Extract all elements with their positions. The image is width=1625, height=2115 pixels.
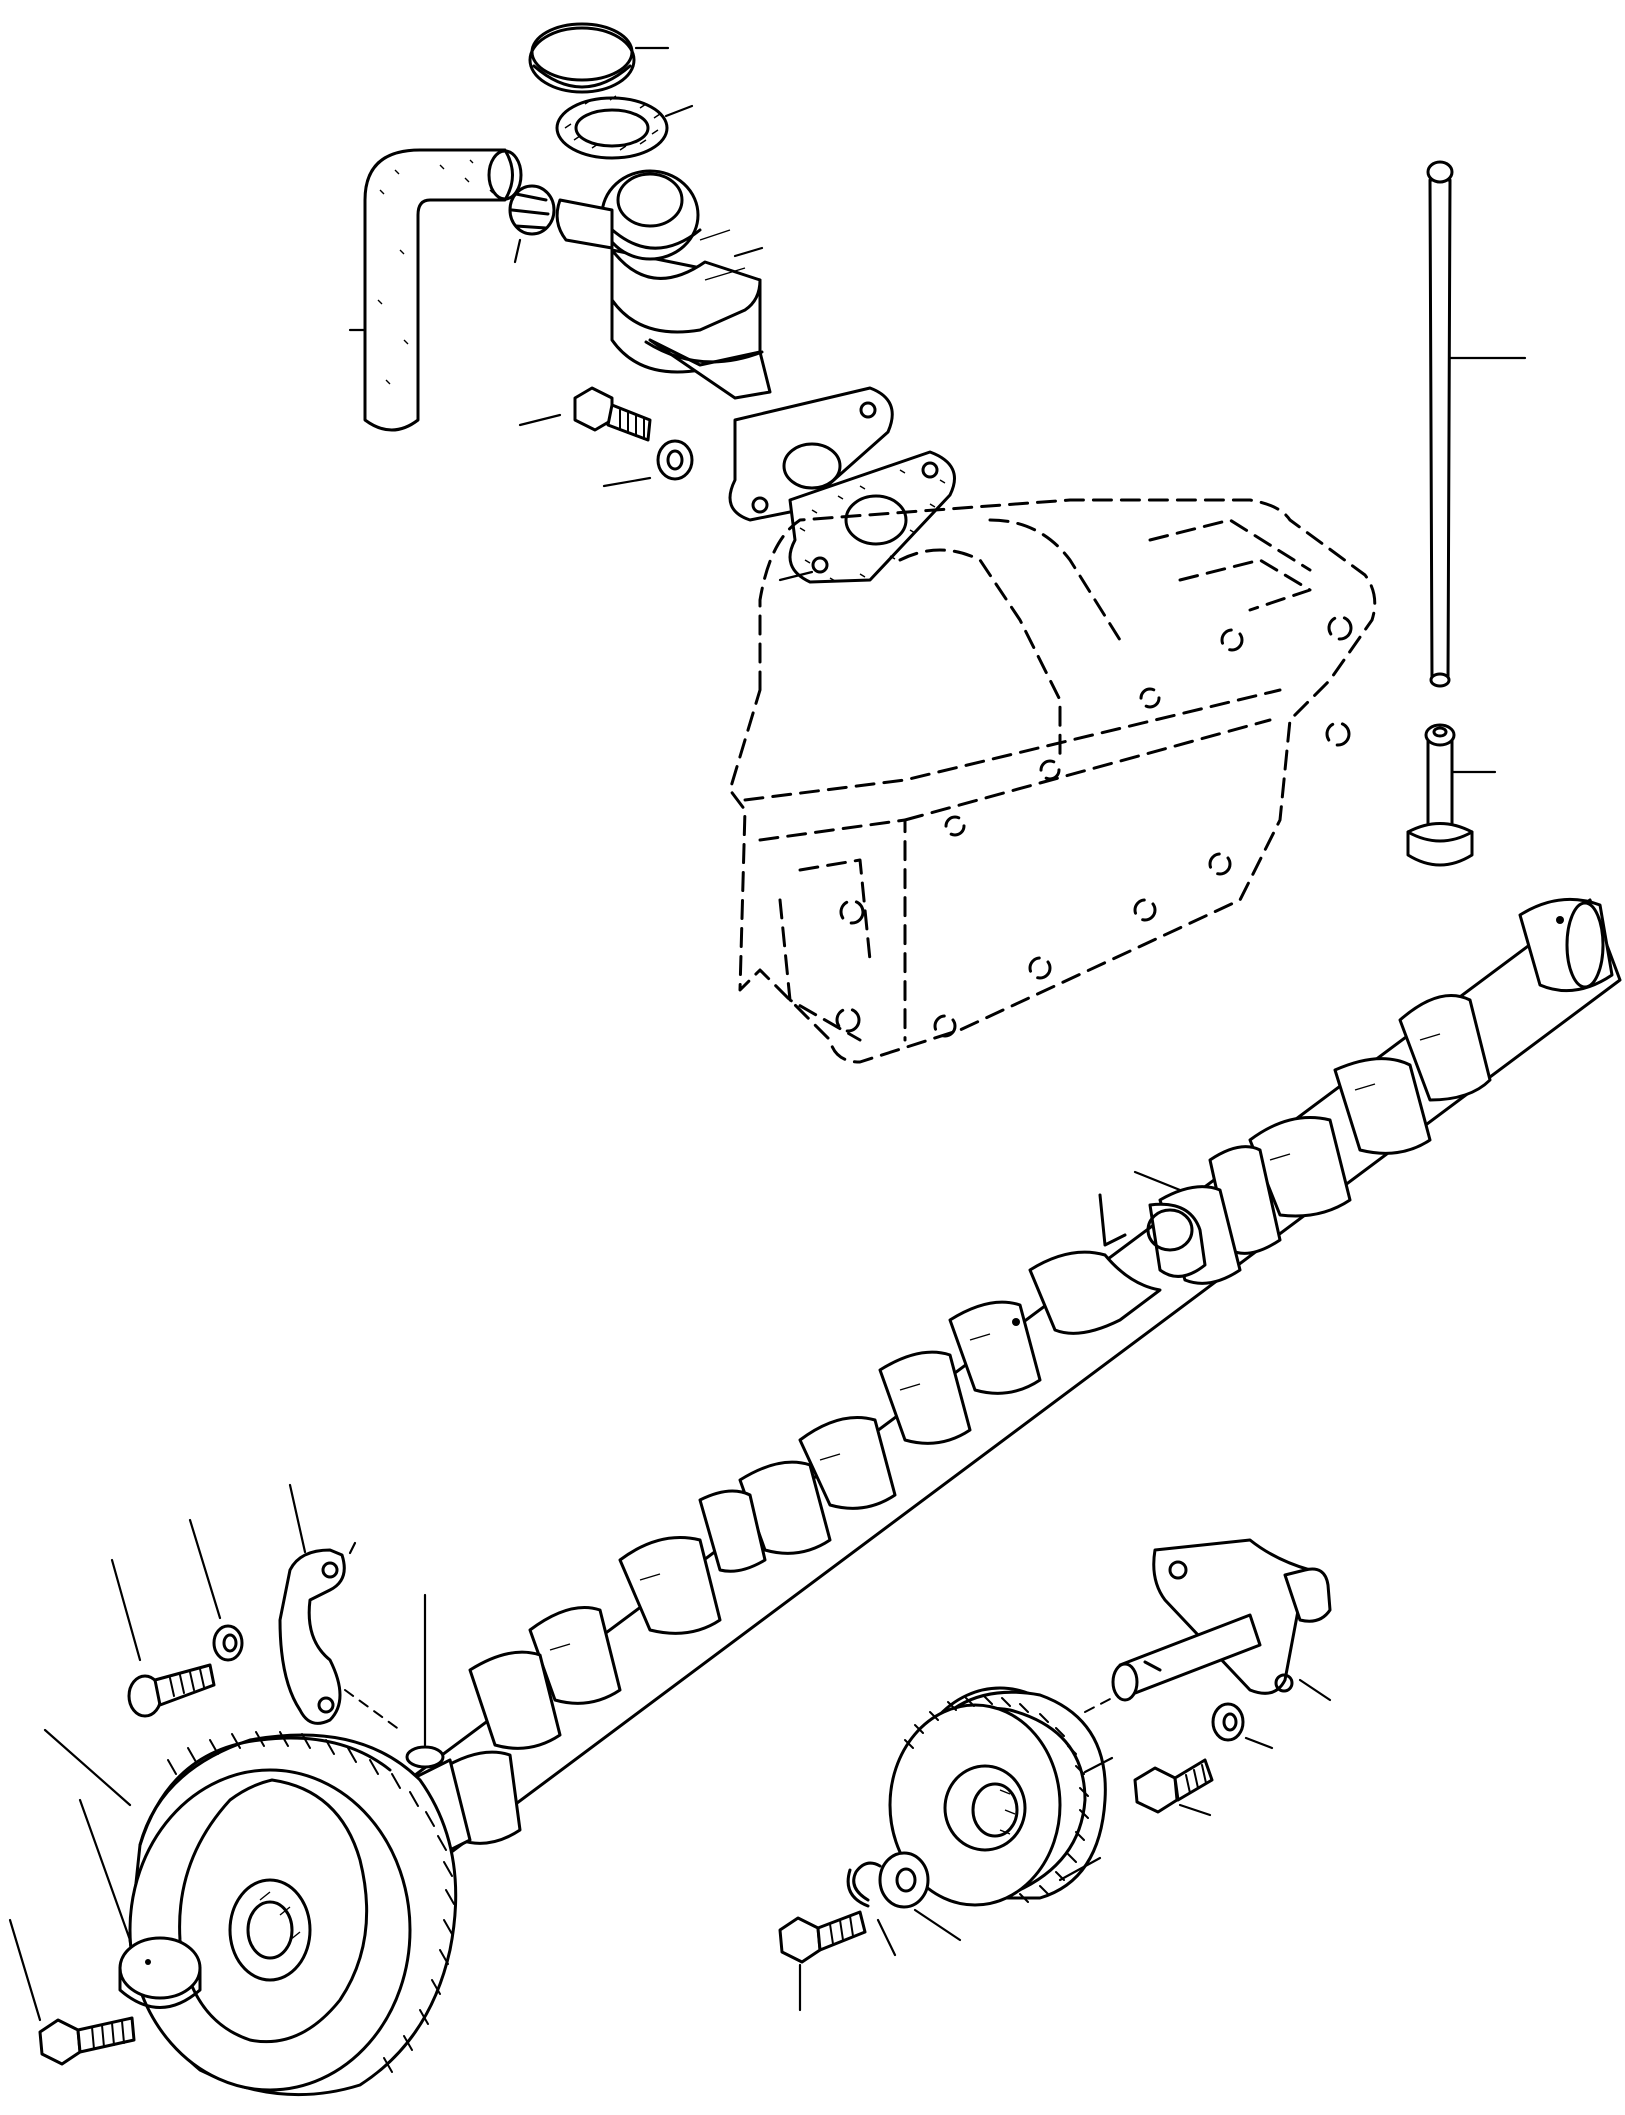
dashline-thrust	[344, 1689, 401, 1731]
flange-plate	[728, 386, 894, 522]
dashline-idler	[1084, 1697, 1113, 1713]
leader-mounting-bolt	[518, 413, 562, 427]
idler-shaft	[1111, 1538, 1332, 1702]
cap	[528, 22, 636, 94]
idler-gear	[888, 1686, 1107, 1907]
leader-thrust-plate-2	[348, 1541, 357, 1555]
leader-camshaft-gear	[43, 1728, 132, 1807]
leader-thrust-screw	[110, 1558, 142, 1662]
camshaft	[386, 897, 1622, 1872]
idler-circlip	[846, 1861, 882, 1908]
idler-washer	[878, 1851, 930, 1909]
leader-idler-circlip	[876, 1918, 897, 1957]
leader-flange-gasket	[778, 570, 814, 582]
tappet	[1406, 723, 1474, 867]
cylinder-block	[728, 498, 1377, 1064]
idler-bolt	[778, 1910, 867, 1964]
leader-cap-seal	[664, 104, 694, 118]
flange-gasket	[788, 450, 956, 584]
cap-seal	[555, 95, 669, 160]
leader-idler-shaft	[1298, 1678, 1332, 1702]
leader-idler-shaft-bolt	[1178, 1803, 1212, 1817]
leader-breather-body	[733, 246, 764, 258]
leader-gear-bolt	[8, 1918, 42, 2022]
mounting-bolt	[573, 386, 652, 442]
lock-washer	[656, 439, 694, 481]
leader-hose-clamp	[513, 238, 522, 264]
leader-idler-shaft-washer	[1244, 1736, 1274, 1750]
leader-idler-gear	[1058, 1856, 1102, 1882]
leader-thrust-washer	[188, 1518, 222, 1620]
leader-camshaft	[1133, 1170, 1182, 1192]
leader-gear-washer	[78, 1798, 132, 1942]
woodruff-key	[405, 1745, 445, 1769]
thrust-plate	[278, 1548, 346, 1725]
camshaft-gear	[128, 1731, 458, 2097]
leader-idler-gear-2	[1083, 1756, 1114, 1774]
thrust-washer	[212, 1624, 244, 1662]
leader-idler-washer	[913, 1908, 962, 1942]
breather-hose	[363, 148, 523, 432]
idler-shaft-washer	[1211, 1702, 1245, 1742]
leader-lock-washer	[602, 476, 652, 488]
thrust-screw	[127, 1663, 216, 1718]
gear-bolt	[38, 2016, 136, 2066]
push-rod	[1426, 160, 1454, 688]
hose-clamp	[508, 184, 556, 236]
idler-shaft-bolt	[1133, 1758, 1214, 1814]
breather-body	[555, 169, 772, 400]
gear-washer	[118, 1936, 202, 2009]
leader-thrust-plate	[288, 1483, 307, 1554]
